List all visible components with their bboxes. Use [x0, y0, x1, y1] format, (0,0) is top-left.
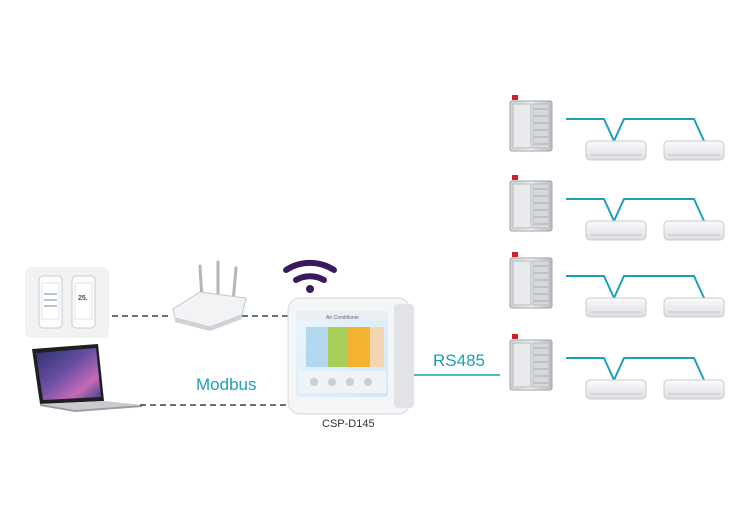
ac-row: [509, 175, 725, 241]
router-icon: [172, 260, 247, 331]
ac-row: [509, 334, 725, 400]
outdoor-unit: [509, 95, 553, 152]
ac-row: [509, 252, 725, 318]
indoor-unit: [663, 220, 725, 241]
laptop-icon: [32, 344, 142, 412]
phone-temp-label: 25.: [78, 295, 88, 302]
touch-panel: Air Conditioner CSP-D145: [287, 297, 414, 430]
indoor-unit: [585, 379, 647, 400]
refrigerant-pipe: [566, 357, 705, 383]
modbus-label: Modbus: [196, 375, 256, 394]
ac-units: [509, 95, 725, 400]
indoor-unit: [663, 297, 725, 318]
ac-row: [509, 95, 725, 161]
indoor-unit: [663, 379, 725, 400]
indoor-unit: [585, 220, 647, 241]
indoor-unit: [585, 297, 647, 318]
indoor-unit: [663, 140, 725, 161]
outdoor-unit: [509, 175, 553, 232]
refrigerant-pipe: [566, 198, 705, 224]
rs485-label: RS485: [433, 351, 485, 370]
phone-icon: 25.: [25, 267, 109, 338]
indoor-unit: [585, 140, 647, 161]
refrigerant-pipe: [566, 275, 705, 301]
wifi-icon: [283, 259, 337, 293]
panel-header-text: Air Conditioner: [326, 315, 359, 321]
device-model-label: CSP-D145: [322, 418, 375, 430]
outdoor-unit: [509, 334, 553, 391]
refrigerant-pipe: [566, 118, 705, 144]
outdoor-unit: [509, 252, 553, 309]
